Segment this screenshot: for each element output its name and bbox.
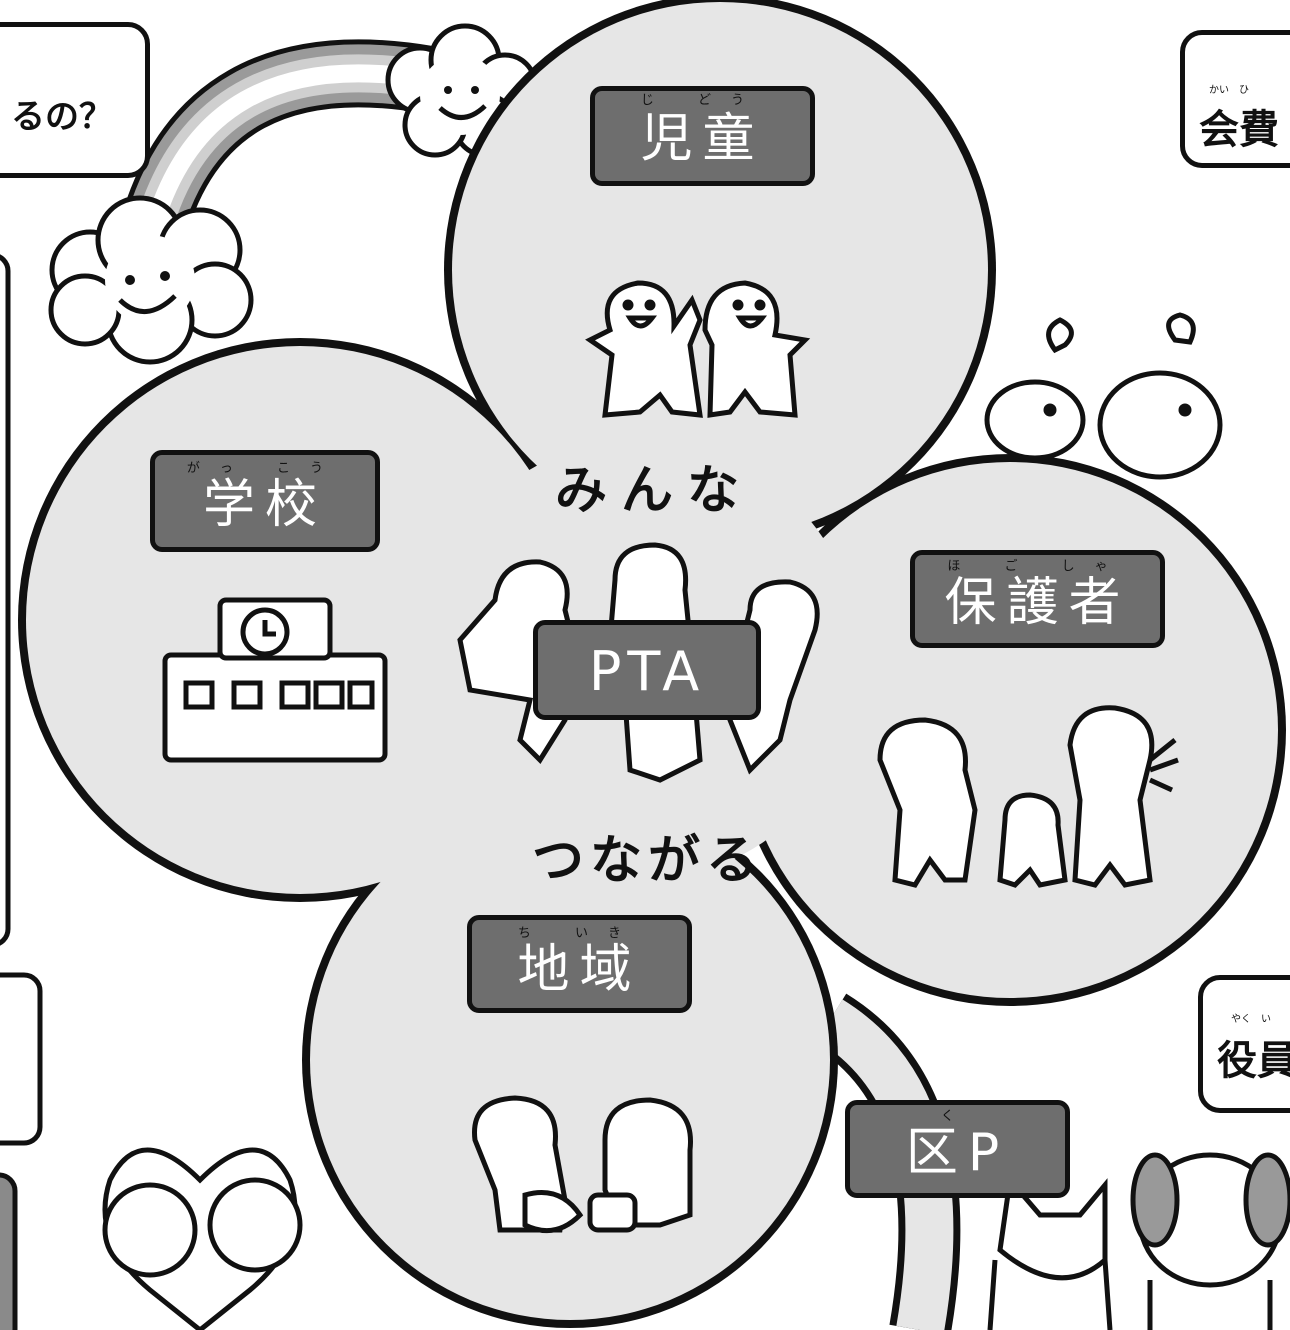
ruby-parents: ほ ご しゃ — [947, 559, 1128, 574]
top-right-note-ruby: かい ひ — [1209, 85, 1249, 96]
label-ward-text: 区P — [905, 1123, 1010, 1183]
label-school: がっ こう 学校 — [150, 450, 380, 552]
left-edge-frame — [0, 1172, 18, 1330]
center-pta-label: PTA — [533, 620, 761, 720]
top-right-note-text: 会費 — [1199, 107, 1279, 153]
top-right-note-box: かい ひ 会費 — [1180, 30, 1290, 168]
left-edge-frame — [0, 972, 43, 1146]
label-ward: く 区P — [845, 1100, 1070, 1198]
neighbors-icon — [472, 1095, 693, 1234]
label-children-text: 児童 — [640, 109, 765, 169]
left-edge-frame — [0, 254, 11, 946]
bird-icon — [984, 312, 1223, 480]
ruby-community: ち いき — [517, 926, 642, 941]
dog-icon — [1130, 1152, 1290, 1330]
center-top-text: みんな — [555, 461, 754, 521]
top-left-note-text: るの？ — [11, 97, 113, 137]
center-pta-text: PTA — [588, 640, 706, 703]
family-icon — [877, 705, 1179, 888]
label-parents-text: 保護者 — [944, 573, 1131, 633]
label-community: ち いき 地域 — [467, 915, 692, 1013]
rainbow-icon — [116, 39, 464, 274]
children-icon — [585, 280, 811, 418]
label-children: じ どう 児童 — [590, 86, 815, 186]
label-parents: ほ ご しゃ 保護者 — [910, 550, 1165, 648]
label-school-text: 学校 — [202, 475, 327, 535]
bottom-right-note-box: やく い 役員 — [1198, 975, 1290, 1113]
label-community-text: 地域 — [517, 940, 642, 1000]
bottom-right-note-text: 役員 — [1217, 1038, 1290, 1084]
center-bottom-text: つながる — [532, 831, 765, 891]
cat-icon — [987, 1174, 1113, 1330]
ruby-ward: く — [940, 1109, 974, 1124]
ruby-children: じ どう — [640, 93, 765, 108]
heart-friends-icon — [102, 1147, 303, 1330]
ruby-school: がっ こう — [186, 461, 344, 476]
school-building-icon — [162, 597, 388, 763]
cloud-icon — [48, 195, 254, 365]
top-left-note-box: るの？ — [0, 22, 150, 178]
bottom-right-note-ruby: やく い — [1231, 1014, 1271, 1025]
